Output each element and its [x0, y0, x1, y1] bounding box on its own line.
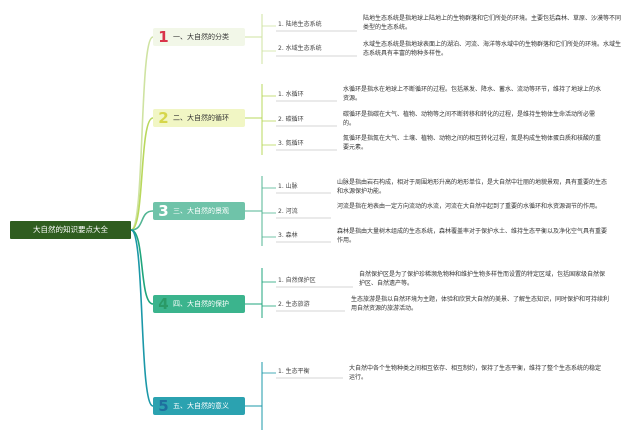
- item-description: 河流是指在地表由一定方向流动的水流，河流在大自然中起到了重要的水循环和水资源调节…: [337, 203, 602, 210]
- item-water-cycle[interactable]: 1. 水循环: [278, 91, 304, 98]
- category-label: 一、大自然的分类: [173, 33, 229, 41]
- category-node-nature-significance[interactable]: 5 五、大自然的意义: [153, 397, 245, 415]
- item-description: 森林是指由大量树木组成的生态系统，森林覆盖率对于保护水土、维持生态平衡以及净化空…: [337, 228, 608, 244]
- item-description: 大自然中各个生物种类之间相互依存、相互制约，保持了生态平衡，维持了整个生态系统的…: [349, 365, 602, 381]
- item-description: 水域生态系统是指地球表面上的湖泊、河流、海洋等水域中的生物群落和它们所处的环境。…: [363, 41, 622, 57]
- category-number: 2: [158, 109, 169, 127]
- category-label: 二、大自然的循环: [173, 114, 229, 122]
- item-carbon-cycle[interactable]: 2. 碳循环: [278, 116, 304, 123]
- item-rivers[interactable]: 2. 河流: [278, 208, 298, 215]
- category-label: 五、大自然的意义: [173, 402, 229, 410]
- item-description: 氮循环是指氮在大气、土壤、植物、动物之间的相互转化过程，氮是构成生物体蛋白质和核…: [343, 135, 602, 151]
- item-description: 水循环是指水在地球上不断循环的过程。包括蒸发、降水、蓄水、流动等环节，维持了地球…: [343, 86, 602, 102]
- root-link: [130, 229, 154, 305]
- item-terrestrial-ecosystem[interactable]: 1. 陆地生态系统: [278, 21, 322, 28]
- item-ecological-balance[interactable]: 1. 生态平衡: [278, 368, 310, 375]
- root-node[interactable]: 大自然的知识要点大全: [10, 221, 131, 239]
- category-node-nature-landscapes[interactable]: 3 三、大自然的景观: [153, 202, 245, 220]
- item-aquatic-ecosystem[interactable]: 2. 水域生态系统: [278, 45, 322, 52]
- item-nitrogen-cycle[interactable]: 3. 氮循环: [278, 140, 304, 147]
- root-link: [130, 36, 154, 231]
- root-link: [130, 229, 154, 407]
- item-description: 自然保护区是为了保护珍稀濒危物种和维护生物多样性而设置的特定区域，包括国家级自然…: [359, 271, 606, 287]
- item-ecotourism[interactable]: 2. 生态旅游: [278, 301, 310, 308]
- item-forests[interactable]: 3. 森林: [278, 232, 298, 239]
- item-description: 山脉是指由岩石构成，相对于周围地形升高的地形单位，是大自然中壮丽的地貌景观，具有…: [337, 179, 608, 195]
- category-number: 5: [158, 397, 169, 415]
- category-label: 三、大自然的景观: [173, 207, 229, 215]
- root-link: [130, 210, 154, 231]
- item-mountains[interactable]: 1. 山脉: [278, 183, 298, 190]
- category-item-links: [245, 14, 276, 430]
- category-node-nature-classification[interactable]: 1 一、大自然的分类: [153, 28, 245, 46]
- category-label: 四、大自然的保护: [173, 300, 229, 308]
- item-underlines: [276, 30, 357, 379]
- category-number: 1: [158, 28, 169, 46]
- category-number: 4: [158, 295, 169, 313]
- item-description: 陆地生态系统是指地球上陆地上的生物群落和它们所处的环境。主要包括森林、草原、沙漠…: [363, 15, 622, 31]
- item-description: 碳循环是指碳在大气、植物、动物等之间不断转移和转化的过程，是维持生物体生命活动所…: [343, 111, 596, 127]
- root-branch-links: [130, 36, 154, 407]
- item-nature-reserves[interactable]: 1. 自然保护区: [278, 277, 316, 284]
- root-link: [130, 117, 154, 231]
- category-node-nature-protection[interactable]: 4 四、大自然的保护: [153, 295, 245, 313]
- item-description: 生态旅游是指以自然环境为主题，体验和欣赏大自然的美景、了解生态知识，同时保护和可…: [351, 296, 610, 312]
- category-number: 3: [158, 202, 169, 220]
- category-node-nature-cycles[interactable]: 2 二、大自然的循环: [153, 109, 245, 127]
